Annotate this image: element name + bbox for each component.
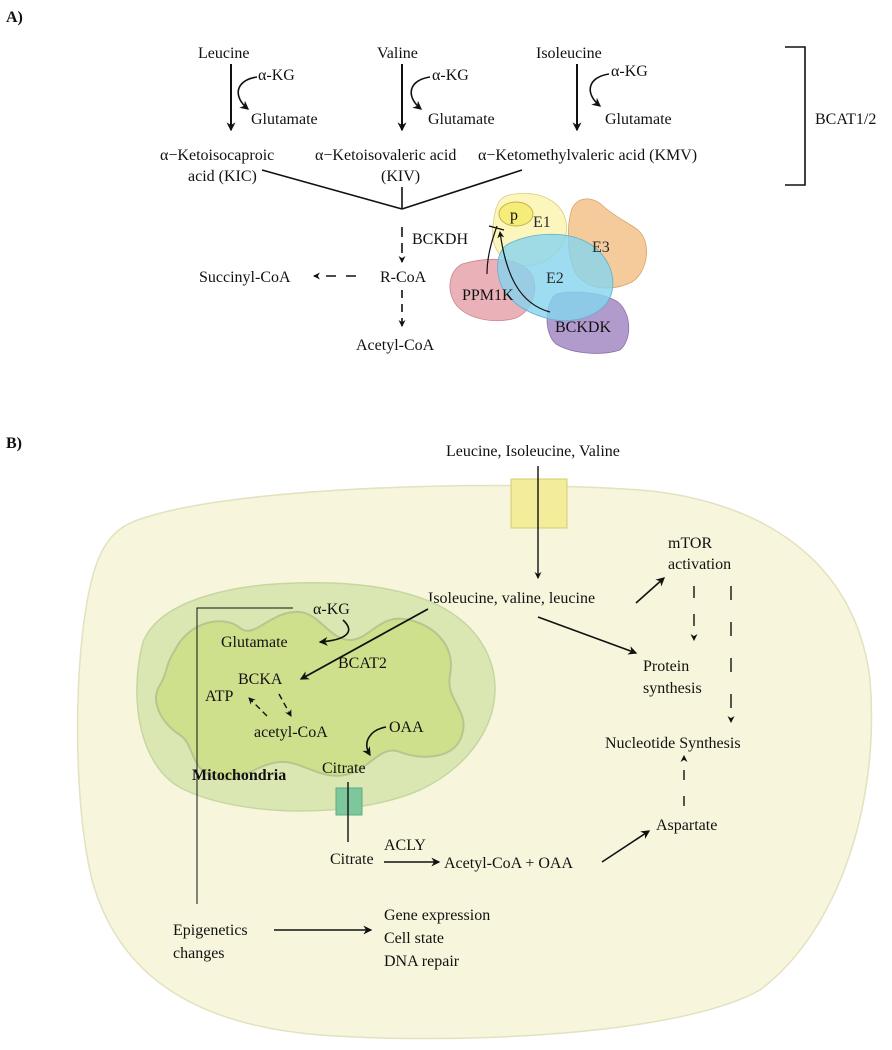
akg-glutamate-curve-valine — [410, 76, 431, 110]
epigenetics-label-line1: Epigenetics — [173, 922, 248, 939]
rcoa-label: R-CoA — [380, 269, 427, 286]
bckdh-label: BCKDH — [412, 231, 468, 248]
bckdh-complex: p E1 E3 E2 PPM1K BCKDK — [449, 192, 647, 354]
acetylcoa-to-epigenetics-line — [196, 607, 293, 904]
atp-label: ATP — [205, 688, 234, 705]
mito-akg-label: α-KG — [313, 601, 350, 618]
glutamate-label-valine: Glutamate — [428, 111, 495, 128]
cell-state-label: Cell state — [384, 930, 444, 947]
ppm1k-label: PPM1K — [462, 287, 514, 304]
kmv-converge-line — [401, 169, 523, 210]
e1-label: E1 — [533, 214, 551, 231]
kic-converge-line — [261, 169, 403, 210]
panel-b-label: B) — [6, 435, 22, 452]
akg-label-leucine: α-KG — [258, 67, 295, 84]
aa-to-bcka-arrow — [299, 608, 429, 680]
mtor-label-line2: activation — [668, 556, 731, 573]
panel-a-label: A) — [6, 9, 23, 26]
bckdk-phosphorylation-arrow — [497, 230, 551, 313]
bcka-label: BCKA — [238, 671, 283, 688]
glutamate-label-leucine: Glutamate — [251, 111, 318, 128]
leucine-label: Leucine — [198, 45, 250, 62]
bcka-to-acetylcoa-arrow — [278, 693, 292, 717]
ppm1k-inhibition-bar — [488, 225, 505, 231]
kic-label-line1: α−Ketoisocaproic — [160, 147, 274, 164]
nucleotide-synthesis-label: Nucleotide Synthesis — [605, 735, 741, 752]
acly-label: ACLY — [384, 837, 426, 854]
succinyl-coa-label: Succinyl-CoA — [199, 269, 291, 286]
protein-synthesis-line1: Protein — [643, 658, 689, 675]
cytosol-amino-acids-label: Isoleucine, valine, leucine — [428, 590, 595, 607]
panel-a: A) Leucine α-KG Glutamate α−Ketoisocapro… — [6, 9, 876, 354]
mtor-activation-arrow — [635, 577, 666, 604]
bcat-label: BCAT1/2 — [815, 111, 876, 128]
citrate-transporter — [335, 787, 363, 816]
akg-label-isoleucine: α-KG — [611, 63, 648, 80]
glutamate-label-isoleucine: Glutamate — [605, 111, 672, 128]
e2-label: E2 — [546, 270, 564, 287]
bckdk-label: BCKDK — [555, 319, 611, 336]
e3-label: E3 — [592, 239, 610, 256]
cyto-citrate-label: Citrate — [330, 851, 374, 868]
mitochondria-label: Mitochondria — [192, 767, 286, 784]
mtor-label-line1: mTOR — [668, 535, 712, 552]
acetyl-coa-label: Acetyl-CoA — [356, 337, 435, 354]
kiv-label-line1: α−Ketoisovaleric acid — [315, 147, 456, 164]
epigenetics-label-line2: changes — [173, 945, 225, 962]
ppm1k-dephosphorylation-line — [486, 225, 498, 275]
kic-label-line2: acid (KIC) — [188, 168, 257, 185]
panel-b: B) Leucine, Isoleucine, Valine Isoleucin… — [6, 435, 873, 1040]
mitochondrion-inner-membrane — [155, 610, 465, 781]
akg-glutamate-curve-isoleucine — [589, 73, 610, 107]
gene-expression-label: Gene expression — [384, 907, 490, 924]
mito-glutamate-label: Glutamate — [221, 634, 288, 651]
akg-glutamate-curve-leucine — [237, 76, 258, 110]
membrane-transporter — [510, 478, 568, 529]
mito-citrate-label: Citrate — [322, 760, 366, 777]
aa-to-protein-arrow — [537, 616, 638, 655]
acetylcoa-to-atp-arrow — [248, 697, 268, 717]
to-aspartate-arrow — [601, 830, 651, 863]
aspartate-label: Aspartate — [656, 817, 717, 834]
akg-label-valine: α-KG — [432, 67, 469, 84]
input-amino-acids-label: Leucine, Isoleucine, Valine — [446, 443, 620, 460]
phospho-group — [498, 201, 534, 227]
mito-acetylcoa-label: acetyl-CoA — [254, 724, 328, 741]
isoleucine-label: Isoleucine — [536, 45, 602, 62]
acetylcoa-oaa-label: Acetyl-CoA + OAA — [444, 855, 573, 872]
valine-label: Valine — [377, 45, 418, 62]
bcat-bracket — [785, 46, 806, 186]
bcat2-label: BCAT2 — [338, 655, 387, 672]
mito-oaa-label: OAA — [389, 719, 424, 736]
dna-repair-label: DNA repair — [384, 953, 460, 970]
mito-akg-glutamate-curve — [318, 619, 350, 646]
oaa-to-citrate-curve — [362, 726, 387, 757]
kiv-label-line2: (KIV) — [381, 168, 420, 185]
kmv-label: α−Ketomethylvaleric acid (KMV) — [478, 147, 697, 164]
protein-synthesis-line2: synthesis — [643, 680, 702, 697]
phospho-label: p — [510, 207, 518, 224]
